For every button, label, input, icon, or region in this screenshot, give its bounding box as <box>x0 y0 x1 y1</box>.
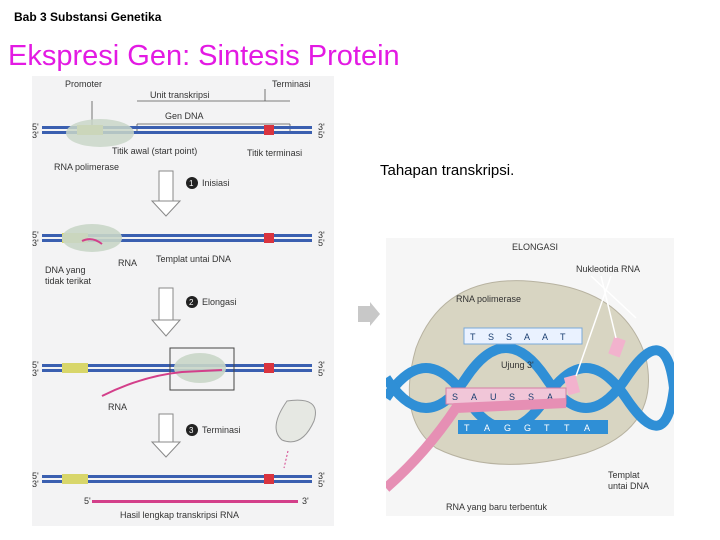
rna-three-prime-label: 3' <box>302 496 309 506</box>
three-prime-end-label: Ujung 3' <box>501 360 534 370</box>
base-letter: S <box>509 392 515 402</box>
elongation-detail-figure: ELONGASI Nukleotida RNA RNA polimerase T… <box>386 238 674 516</box>
rna-polymerase-detail-label: RNA polimerase <box>456 294 521 304</box>
template-strand-label: Templat untai DNA <box>156 254 231 264</box>
step-2-badge <box>186 296 198 308</box>
rna-label-stage2: RNA <box>108 402 127 412</box>
base-letter: T <box>464 423 470 433</box>
base-letter: A <box>547 392 553 402</box>
figure-caption: Tahapan transkripsi. <box>380 162 515 179</box>
dna-stage-initial <box>42 119 312 147</box>
new-rna-strand <box>386 398 567 492</box>
rna-label-stage1: RNA <box>118 258 137 268</box>
step-1-label: Inisiasi <box>202 178 230 188</box>
unit-label: Unit transkripsi <box>150 90 210 100</box>
three-prime-label: 3' <box>318 230 325 240</box>
top-base-row <box>463 327 583 345</box>
step-3-badge <box>186 424 198 436</box>
transcription-stages-figure: Promoter Unit transkripsi Terminasi Gen … <box>32 76 334 526</box>
base-letter: S <box>506 332 512 342</box>
unbound-dna-label-2: tidak terikat <box>45 276 92 286</box>
template-label-2: untai DNA <box>608 481 649 491</box>
base-letter: G <box>524 423 531 433</box>
step-2-number: 2 <box>189 298 194 307</box>
step-2-label: Elongasi <box>202 297 237 307</box>
three-prime-label: 3' <box>318 471 325 481</box>
termination-point-label: Titik terminasi <box>247 148 302 158</box>
base-letter: A <box>524 332 530 342</box>
page-title: Ekspresi Gen: Sintesis Protein <box>8 40 400 72</box>
released-polymerase <box>275 399 316 443</box>
five-prime-label: 5' <box>32 471 39 481</box>
dna-stage-initiation <box>42 224 312 252</box>
base-letter: S <box>528 392 534 402</box>
three-prime-label: 3' <box>318 360 325 370</box>
terminasi-label: Terminasi <box>272 79 311 89</box>
new-rna-label: RNA yang baru terbentuk <box>446 502 548 512</box>
base-letter: S <box>452 392 458 402</box>
five-prime-label: 5' <box>318 238 325 248</box>
figure-background <box>32 76 334 526</box>
dna-stage-elongation <box>42 347 312 397</box>
base-letter: T <box>560 332 566 342</box>
three-prime-label: 3' <box>32 238 39 248</box>
template-base-row <box>458 420 608 434</box>
three-prime-label: 3' <box>32 130 39 140</box>
zoom-arrow <box>358 302 380 326</box>
base-letter: U <box>490 392 497 402</box>
chapter-header: Bab 3 Substansi Genetika <box>14 10 162 24</box>
base-letter: G <box>504 423 511 433</box>
step-arrow-3 <box>150 413 182 458</box>
complete-rna-label: Hasil lengkap transkripsi RNA <box>120 510 239 520</box>
start-point-label: Titik awal (start point) <box>112 146 197 156</box>
step-3-number: 3 <box>189 426 194 435</box>
step-1-badge <box>186 177 198 189</box>
base-letter: A <box>542 332 548 342</box>
base-letter: T <box>544 423 550 433</box>
base-letter: A <box>584 423 590 433</box>
base-letter: T <box>564 423 570 433</box>
five-prime-label: 5' <box>32 360 39 370</box>
pointer-lines <box>575 275 637 377</box>
base-letter: A <box>471 392 477 402</box>
five-prime-label: 5' <box>32 230 39 240</box>
rna-five-prime-label: 5' <box>84 496 91 506</box>
step-3-label: Terminasi <box>202 425 241 435</box>
five-prime-label: 5' <box>318 130 325 140</box>
base-letter: A <box>484 423 490 433</box>
five-prime-label: 5' <box>318 479 325 489</box>
dna-backbone-2 <box>386 343 674 413</box>
rna-polymerase-label: RNA polimerase <box>54 162 119 172</box>
step-arrow-2 <box>150 287 182 337</box>
nucleotide-icons <box>563 336 626 396</box>
dna-stage-termination <box>42 474 312 503</box>
step-1-number: 1 <box>189 179 194 188</box>
three-prime-label: 3' <box>318 122 325 132</box>
bracket-lines <box>91 89 291 132</box>
promoter-label: Promoter <box>65 79 102 89</box>
base-letter: T <box>470 332 476 342</box>
rna-nucleotide-label: Nukleotida RNA <box>576 264 640 274</box>
release-arrow <box>283 450 289 469</box>
three-prime-label: 3' <box>32 368 39 378</box>
elongasi-label: ELONGASI <box>512 242 558 252</box>
template-label-1: Templat <box>608 470 640 480</box>
three-prime-label: 3' <box>32 479 39 489</box>
gen-dna-label: Gen DNA <box>165 111 204 121</box>
step-arrow-1 <box>150 170 182 217</box>
five-prime-label: 5' <box>32 122 39 132</box>
base-letter: S <box>488 332 494 342</box>
five-prime-label: 5' <box>318 368 325 378</box>
polymerase-body <box>408 280 649 465</box>
unbound-dna-label: DNA yang <box>45 265 86 275</box>
